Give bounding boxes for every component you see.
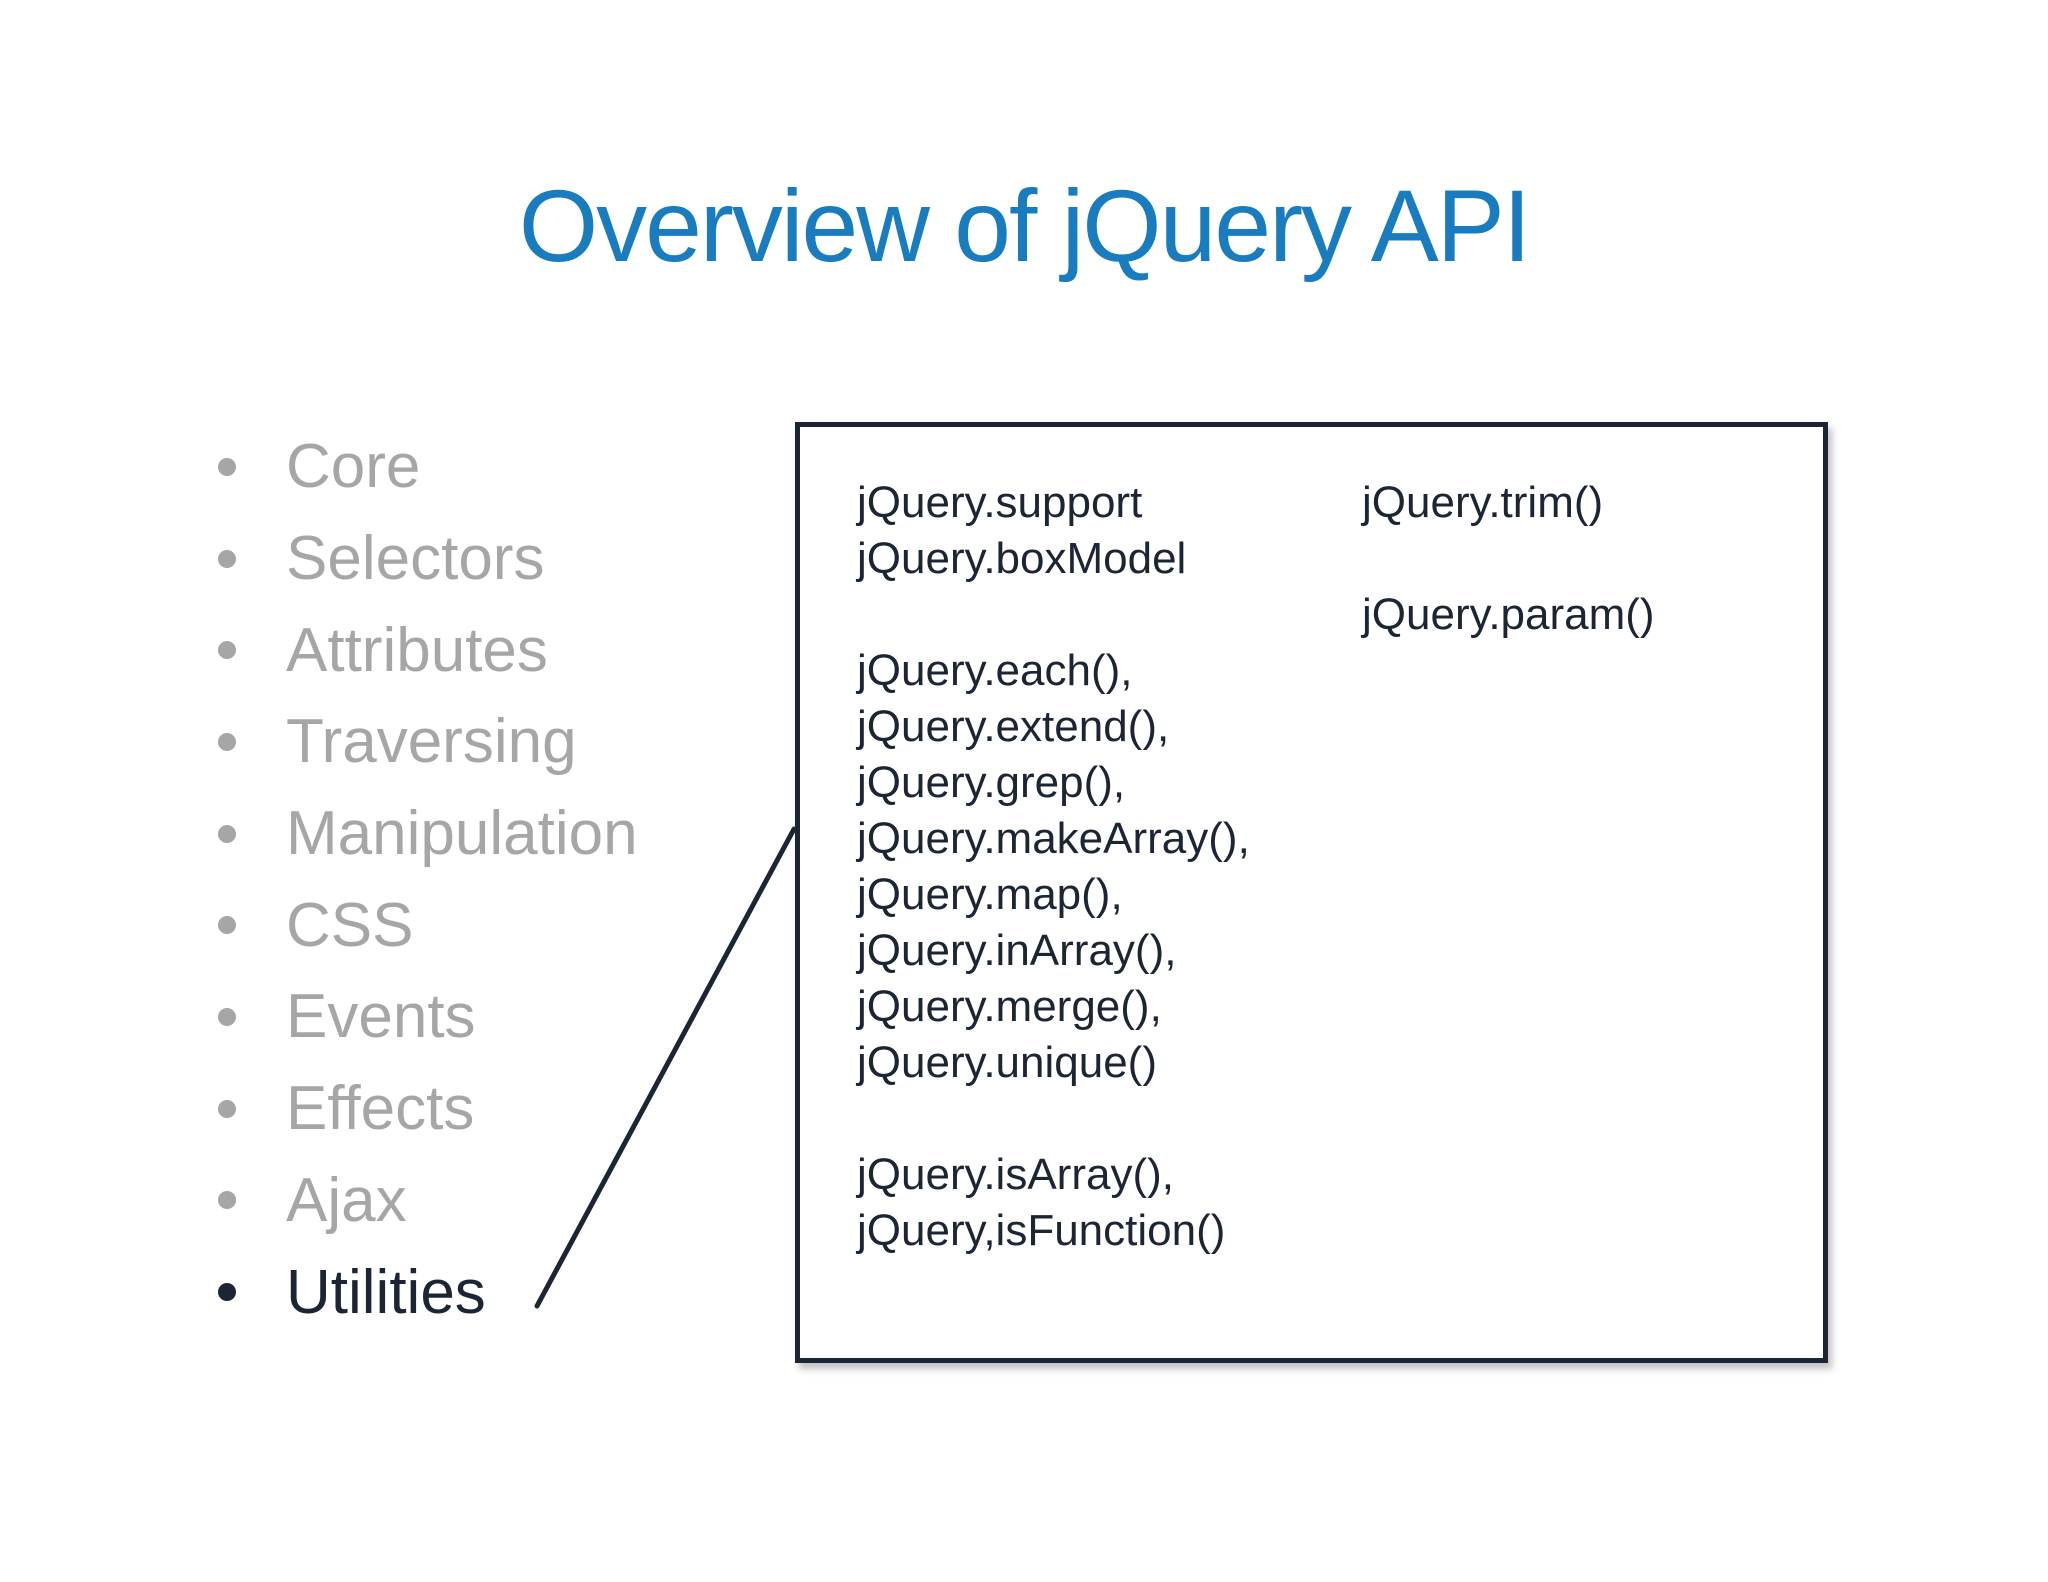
list-item-label: Selectors xyxy=(286,524,545,594)
blank-line xyxy=(857,1091,1250,1147)
list-item-effects: Effects xyxy=(218,1063,638,1155)
list-item-label: CSS xyxy=(286,890,414,960)
callout-left-column: jQuery.support jQuery.boxModel jQuery.eac… xyxy=(857,475,1250,1259)
list-item-label: Effects xyxy=(286,1074,475,1144)
api-function: jQuery.inArray(), xyxy=(857,926,1177,975)
list-item-selectors: Selectors xyxy=(218,513,638,605)
list-item-label: Core xyxy=(286,432,421,502)
list-item-label: Ajax xyxy=(286,1165,407,1235)
list-item-ajax: Ajax xyxy=(218,1155,638,1247)
list-item-manipulation: Manipulation xyxy=(218,788,638,880)
list-item-events: Events xyxy=(218,971,638,1063)
list-item-label: Manipulation xyxy=(286,799,638,869)
list-item-label: Utilities xyxy=(286,1257,486,1327)
api-function: jQuery.support xyxy=(857,478,1143,527)
bullet-icon xyxy=(218,732,236,751)
list-item-label: Attributes xyxy=(286,615,548,685)
api-function: jQuery.each(), xyxy=(857,646,1133,695)
api-function: jQuery.unique() xyxy=(857,1038,1157,1087)
bullet-icon xyxy=(218,916,236,935)
list-item-attributes: Attributes xyxy=(218,604,638,696)
api-function: jQuery.extend(), xyxy=(857,702,1170,751)
bullet-icon xyxy=(218,824,236,843)
list-item-css: CSS xyxy=(218,879,638,971)
api-function: jQuery.boxModel xyxy=(857,534,1187,583)
api-function: jQuery.merge(), xyxy=(857,982,1162,1031)
bullet-icon xyxy=(218,549,236,568)
bullet-icon xyxy=(218,1007,236,1026)
api-function: jQuery.map(), xyxy=(857,870,1123,919)
bullet-icon xyxy=(218,1099,236,1118)
bullet-icon xyxy=(218,1191,236,1210)
api-function: jQuery.trim() xyxy=(1362,478,1604,527)
bullet-icon xyxy=(218,641,236,660)
utilities-callout-box: jQuery.support jQuery.boxModel jQuery.eac… xyxy=(795,422,1828,1363)
list-item-core: Core xyxy=(218,421,638,513)
list-item-utilities: Utilities xyxy=(218,1246,638,1338)
bullet-icon xyxy=(218,457,236,476)
blank-line xyxy=(857,587,1250,643)
api-function: jQuery.isArray(), xyxy=(857,1150,1174,1199)
api-function: jQuery.makeArray(), xyxy=(857,814,1250,863)
bullet-icon xyxy=(218,1283,236,1302)
blank-line xyxy=(1362,531,1655,587)
callout-right-column: jQuery.trim() jQuery.param() xyxy=(1362,475,1655,643)
list-item-label: Traversing xyxy=(286,707,577,777)
list-item-label: Events xyxy=(286,982,476,1052)
api-function: jQuery.param() xyxy=(1362,590,1655,639)
api-function: jQuery,isFunction() xyxy=(857,1206,1226,1255)
list-item-traversing: Traversing xyxy=(218,696,638,788)
slide-title: Overview of jQuery API xyxy=(518,169,1531,283)
api-function: jQuery.grep(), xyxy=(857,758,1126,807)
